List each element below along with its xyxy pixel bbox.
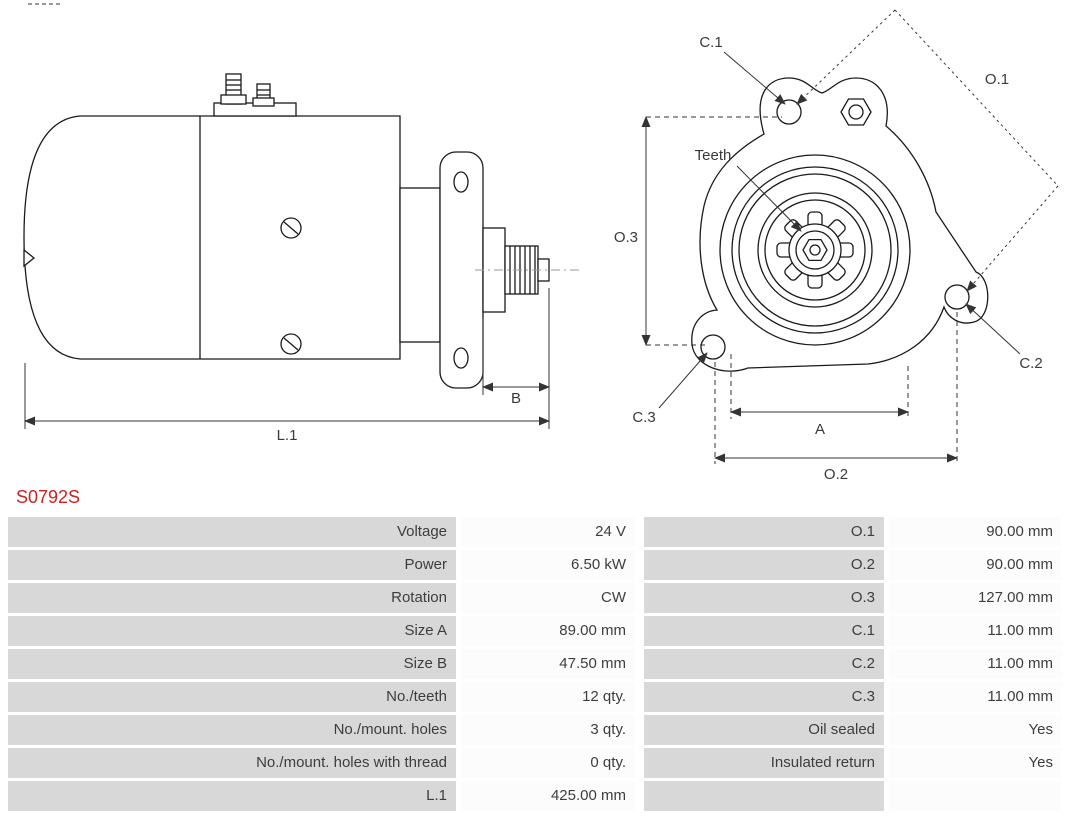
spec-label: No./teeth (8, 682, 456, 712)
spec-value: 6.50 kW (461, 550, 635, 580)
spec-row: Rotation CW O.3 127.00 mm (8, 583, 1062, 613)
spec-value: 90.00 mm (889, 550, 1062, 580)
spec-value: 11.00 mm (889, 616, 1062, 646)
spec-label (644, 781, 884, 811)
spec-value: 89.00 mm (461, 616, 635, 646)
front-view-dimensions (641, 9, 1059, 464)
spec-label: Size B (8, 649, 456, 679)
motor-body (23, 115, 401, 360)
spec-row: No./teeth 12 qty. C.3 11.00 mm (8, 682, 1062, 712)
spec-label: L.1 (8, 781, 456, 811)
spec-label: C.2 (644, 649, 884, 679)
dim-label-c3: C.3 (632, 409, 655, 426)
spec-row: No./mount. holes 3 qty. Oil sealed Yes (8, 715, 1062, 745)
spec-row: Voltage 24 V O.1 90.00 mm (8, 517, 1062, 547)
part-number: S0792S (16, 487, 81, 507)
spec-value: 90.00 mm (889, 517, 1062, 547)
spec-row: Power 6.50 kW O.2 90.00 mm (8, 550, 1062, 580)
spec-value: 425.00 mm (461, 781, 635, 811)
spec-label: O.1 (644, 517, 884, 547)
dim-label-l1: L.1 (277, 427, 298, 444)
spec-table: Voltage 24 V O.1 90.00 mm Power 6.50 kW … (8, 517, 1062, 811)
spec-value: Yes (889, 748, 1062, 778)
front-view-drawing (691, 77, 989, 372)
side-view-dimensions (24, 288, 550, 429)
spec-value: 24 V (461, 517, 635, 547)
spec-value: CW (461, 583, 635, 613)
spec-label: O.3 (644, 583, 884, 613)
hole-c2 (944, 284, 970, 310)
spec-value: 11.00 mm (889, 682, 1062, 712)
spec-row: Size A 89.00 mm C.1 11.00 mm (8, 616, 1062, 646)
dim-label-b: B (511, 390, 521, 407)
spec-label: Oil sealed (644, 715, 884, 745)
technical-drawings: L.1 B (23, 3, 1059, 483)
dim-label-o2: O.2 (824, 466, 848, 482)
spec-row: Size B 47.50 mm C.2 11.00 mm (8, 649, 1062, 679)
dim-label-a: A (815, 421, 825, 438)
dim-label-o3: O.3 (614, 229, 638, 246)
spec-value: 12 qty. (461, 682, 635, 712)
spec-value: Yes (889, 715, 1062, 745)
spec-label: Rotation (8, 583, 456, 613)
drive-housing (399, 187, 441, 343)
terminal-studs (213, 73, 297, 117)
hole-c1 (776, 99, 802, 125)
side-view-drawing (23, 73, 583, 389)
dim-label-o1: O.1 (985, 71, 1009, 88)
spec-label: Voltage (8, 517, 456, 547)
spec-value: 47.50 mm (461, 649, 635, 679)
spec-label: Power (8, 550, 456, 580)
dim-label-c2: C.2 (1019, 355, 1042, 372)
spec-label: C.3 (644, 682, 884, 712)
spec-value: 127.00 mm (889, 583, 1062, 613)
dim-label-teeth: Teeth (695, 147, 732, 164)
spec-value (889, 781, 1062, 811)
spec-label: Insulated return (644, 748, 884, 778)
dim-label-c1: C.1 (699, 34, 722, 51)
spec-value: 0 qty. (461, 748, 635, 778)
spec-row: No./mount. holes with thread 0 qty. Insu… (8, 748, 1062, 778)
spec-label: C.1 (644, 616, 884, 646)
spec-label: O.2 (644, 550, 884, 580)
spec-label: No./mount. holes with thread (8, 748, 456, 778)
spec-label: No./mount. holes (8, 715, 456, 745)
spec-row: L.1 425.00 mm (8, 781, 1062, 811)
spec-value: 3 qty. (461, 715, 635, 745)
spec-label: Size A (8, 616, 456, 646)
technical-drawing-svg: L.1 B (23, 3, 1059, 483)
spec-value: 11.00 mm (889, 649, 1062, 679)
